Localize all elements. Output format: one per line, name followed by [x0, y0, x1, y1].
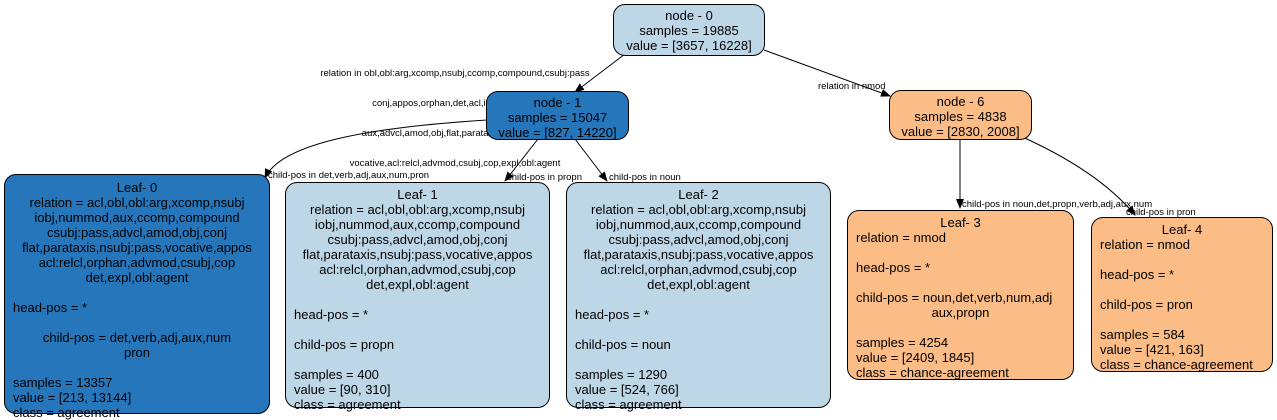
leaf-child-pos-line: pron	[123, 345, 151, 360]
leaf-relation-line: det,expl,obl:agent	[647, 277, 750, 292]
leaf-relation-line: csubj:pass,advcl,amod,obj,conj	[327, 232, 508, 247]
leaf-class: class = agreement	[294, 397, 401, 412]
leaf-samples: samples = 584	[1100, 327, 1185, 342]
node-samples: samples = 15047	[507, 110, 608, 125]
leaf-relation-line: acl:relcl,orphan,advmod,csubj,cop	[319, 262, 516, 277]
leaf-value: value = [213, 13144]	[13, 390, 132, 405]
node-value: value = [3657, 16228]	[626, 38, 752, 53]
leaf-child-pos-line: aux,propn	[931, 305, 990, 320]
leaf-class: class = agreement	[13, 405, 120, 420]
leaf-class: class = chance-agreement	[1100, 357, 1253, 372]
node-value: value = [2830, 2008]	[901, 124, 1020, 139]
leaf-head-pos: head-pos = *	[1100, 267, 1175, 282]
leaf-node-0: Leaf- 0 relation = acl,obl,obl:arg,xcomp…	[4, 174, 270, 420]
leaf-relation-line: flat,parataxis,nsubj:pass,vocative,appos	[583, 247, 814, 262]
leaf-relation-line: iobj,nummod,aux,ccomp,compound	[34, 210, 240, 225]
edge-node1-leaf1	[504, 138, 539, 182]
leaf-value: value = [2409, 1845]	[856, 350, 975, 365]
edge-label-line: vocative,acl:relcl,advmod,csubj,cop,expl…	[349, 158, 561, 169]
node-value: value = [827, 14220]	[498, 125, 617, 140]
leaf-relation-line: acl:relcl,orphan,advmod,csubj,cop	[38, 255, 236, 270]
leaf-head-pos: head-pos = *	[856, 260, 931, 275]
leaf-relation-line: acl:relcl,orphan,advmod,csubj,cop	[600, 262, 797, 277]
leaf-child-pos-line: child-pos = propn	[294, 337, 395, 352]
leaf-child-pos-line: child-pos = noun,det,verb,num,adj	[856, 290, 1053, 305]
edge-label-line: relation in obl,obl:arg,xcomp,nsubj,ccom…	[320, 68, 590, 79]
leaf-title: Leaf- 3	[940, 215, 981, 230]
leaf-value: value = [421, 163]	[1100, 342, 1204, 357]
leaf-head-pos: head-pos = *	[13, 300, 88, 315]
leaf-child-pos-line: child-pos = pron	[1100, 297, 1193, 312]
edge-label-node0-node6: relation in nmod	[818, 81, 886, 92]
leaf-relation-line: relation = nmod	[1100, 237, 1190, 252]
leaf-samples: samples = 4254	[856, 335, 949, 350]
edge-node0-node6	[763, 49, 891, 97]
leaf-relation-line: relation = acl,obl,obl:arg,xcomp,nsubj	[29, 195, 245, 210]
leaf-title: Leaf- 0	[116, 180, 158, 195]
leaf-samples: samples = 400	[294, 367, 379, 382]
edge-node0-node1	[574, 53, 626, 93]
leaf-node-4: Leaf- 4 relation = nmod head-pos = * chi…	[1091, 217, 1273, 372]
leaf-head-pos: head-pos = *	[294, 307, 369, 322]
leaf-samples: samples = 13357	[13, 375, 113, 390]
leaf-title: Leaf- 2	[678, 187, 719, 202]
leaf-relation-line: flat,parataxis,nsubj:pass,vocative,appos	[302, 247, 533, 262]
leaf-class: class = chance-agreement	[856, 365, 1009, 380]
leaf-value: value = [90, 310]	[294, 382, 391, 397]
edge-label-node1-leaf2: child-pos in noun	[609, 172, 681, 183]
leaf-head-pos: head-pos = *	[575, 307, 650, 322]
leaf-samples: samples = 1290	[575, 367, 668, 382]
leaf-node-3: Leaf- 3 relation = nmod head-pos = * chi…	[847, 210, 1074, 380]
leaf-relation-line: csubj:pass,advcl,amod,obj,conj	[47, 225, 227, 240]
leaf-relation-line: det,expl,obl:agent	[366, 277, 469, 292]
leaf-child-pos-line: child-pos = det,verb,adj,aux,num	[42, 330, 232, 345]
leaf-relation-line: det,expl,obl:agent	[85, 270, 189, 285]
node-samples: samples = 4838	[914, 109, 1007, 124]
edge-label-line: conj,appos,orphan,det,acl,iobj,nummod	[372, 98, 538, 109]
leaf-relation-line: iobj,nummod,aux,ccomp,compound	[314, 217, 521, 232]
leaf-relation-line: iobj,nummod,aux,ccomp,compound	[595, 217, 802, 232]
leaf-title: Leaf- 1	[397, 187, 438, 202]
edge-label-node1-leaf0: child-pos in det,verb,adj,aux,num,pron	[268, 170, 430, 181]
leaf-child-pos-line: child-pos = noun	[575, 337, 671, 352]
node-title: node - 1	[533, 95, 582, 110]
edge-label-node0-node1: relation in obl,obl:arg,xcomp,nsubj,ccom…	[300, 49, 610, 179]
tree-node-1: node - 1 samples = 15047 value = [827, 1…	[486, 91, 629, 140]
node-title: node - 6	[936, 94, 985, 109]
tree-node-6: node - 6 samples = 4838 value = [2830, 2…	[889, 90, 1032, 140]
edge-label-node6-leaf4: child-pos in pron	[1126, 207, 1196, 218]
edge-node1-leaf0	[264, 119, 488, 179]
leaf-relation-line: csubj:pass,advcl,amod,obj,conj	[608, 232, 789, 247]
leaf-node-1: Leaf- 1 relation = acl,obl,obl:arg,xcomp…	[285, 182, 550, 412]
edge-node1-leaf2	[574, 138, 608, 182]
edge-label-node1-leaf1: child-pos in propn	[507, 172, 582, 183]
edge-node6-leaf4	[1017, 134, 1136, 216]
leaf-relation-line: relation = acl,obl,obl:arg,xcomp,nsubj	[310, 202, 525, 217]
edge-label-line: aux,advcl,amod,obj,flat,parataxis,nsubj:…	[361, 128, 549, 139]
leaf-title: Leaf- 4	[1161, 222, 1203, 237]
leaf-relation-line: flat,parataxis,nsubj:pass,vocative,appos	[22, 240, 252, 255]
leaf-class: class = agreement	[575, 397, 682, 412]
leaf-relation-line: relation = nmod	[856, 230, 946, 245]
node-samples: samples = 19885	[639, 23, 739, 38]
tree-node-0: node - 0 samples = 19885 value = [3657, …	[613, 4, 765, 56]
leaf-value: value = [524, 766]	[575, 382, 679, 397]
node-title: node - 0	[665, 8, 713, 23]
leaf-node-2: Leaf- 2 relation = acl,obl,obl:arg,xcomp…	[566, 182, 831, 412]
leaf-relation-line: relation = acl,obl,obl:arg,xcomp,nsubj	[591, 202, 806, 217]
edge-label-node6-leaf3: child-pos in noun,det,propn,verb,adj,aux…	[962, 199, 1153, 210]
